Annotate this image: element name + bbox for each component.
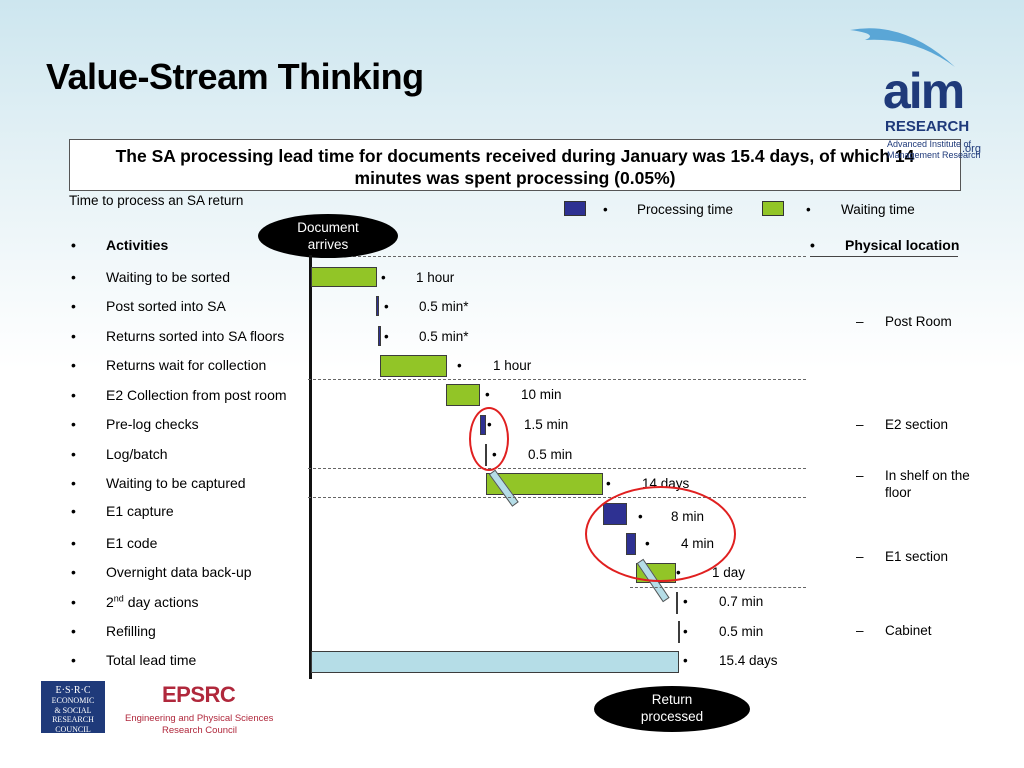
bar-e2-collection	[446, 384, 480, 406]
location-e2-section: –E2 section	[856, 417, 949, 432]
activity-row: •Total lead time	[71, 652, 197, 668]
aim-research-logo: aim RESEARCH Advanced Institute of Manag…	[845, 22, 995, 162]
activity-label: Overnight data back-up	[106, 564, 252, 580]
activity-row: •E1 capture	[71, 503, 174, 519]
header-separator	[308, 256, 806, 257]
activity-row: •Pre-log checks	[71, 416, 199, 432]
location-e1-section: –E1 section	[856, 549, 949, 564]
section-separator	[308, 468, 806, 469]
duration-label: •1 hour	[457, 358, 532, 373]
activities-header: •Activities	[71, 237, 169, 253]
highlight-ring-pre-log	[469, 407, 509, 471]
legend-bullet: •	[806, 202, 811, 217]
section-separator	[308, 379, 806, 380]
activity-label: 2nd day actions	[106, 593, 199, 610]
activity-row: •Refilling	[71, 623, 156, 639]
legend-waiting-swatch	[762, 201, 784, 216]
aim-line2: Management Research	[887, 150, 981, 160]
location-cabinet: –Cabinet	[856, 623, 932, 638]
timeline-axis	[309, 255, 312, 679]
bar-total-lead-time	[311, 651, 679, 673]
activity-label: Returns wait for collection	[106, 357, 267, 373]
duration-label: •0.5 min*	[384, 329, 469, 344]
epsrc-word: EPSRC	[162, 682, 236, 707]
bar-returns-sorted	[378, 326, 381, 346]
activity-label: Refilling	[106, 623, 156, 639]
activity-row: •Waiting to be sorted	[71, 269, 230, 285]
activity-label: Waiting to be captured	[106, 475, 246, 491]
activity-row: •Post sorted into SA	[71, 298, 226, 314]
highlight-ring-e1	[585, 486, 736, 582]
duration-label: •0.5 min	[683, 624, 764, 639]
page-title: Value-Stream Thinking	[46, 56, 424, 97]
activity-label: Pre-log checks	[106, 416, 199, 432]
activity-label: Total lead time	[106, 652, 197, 668]
activity-label: Returns sorted into SA floors	[106, 328, 285, 344]
summary-box: The SA processing lead time for document…	[69, 139, 961, 191]
legend-processing-label: Processing time	[637, 202, 734, 217]
duration-label: •10 min	[485, 387, 562, 402]
bar-refilling	[678, 621, 680, 643]
activity-label: E1 code	[106, 535, 158, 551]
activity-row: •Log/batch	[71, 446, 168, 462]
chart-subtitle: Time to process an SA return	[69, 193, 244, 208]
legend-processing-swatch	[564, 201, 586, 216]
duration-label: •1 hour	[381, 270, 455, 285]
aim-line1: Advanced Institute of	[887, 139, 972, 149]
esrc-logo: E·S·R·C ECONOMIC & SOCIAL RESEARCH COUNC…	[41, 681, 105, 734]
activity-label: Waiting to be sorted	[106, 269, 230, 285]
activity-label: Post sorted into SA	[106, 298, 226, 314]
location-post-room: –Post Room	[856, 314, 952, 329]
duration-label: •15.4 days	[683, 653, 778, 668]
activity-row: •E1 code	[71, 535, 158, 551]
activity-row: •2nd day actions	[71, 593, 199, 610]
aim-swoosh-icon	[850, 28, 955, 67]
bar-returns-wait	[380, 355, 447, 377]
bar-waiting-to-be-captured	[486, 473, 603, 495]
location-shelf-floor: –In shelf on the floor	[856, 468, 970, 500]
physical-location-header: •Physical location	[810, 237, 960, 253]
bar-2nd-day-actions	[676, 592, 678, 614]
activity-row: •Returns sorted into SA floors	[71, 328, 285, 344]
activity-row: •Waiting to be captured	[71, 475, 246, 491]
duration-label: •0.5 min*	[384, 299, 469, 314]
aim-url-fragment: .org	[962, 143, 981, 155]
aim-word: aim	[883, 63, 965, 119]
document-arrives-oval: Document arrives	[258, 214, 398, 258]
activity-row: •E2 Collection from post room	[71, 387, 287, 403]
activity-row: •Overnight data back-up	[71, 564, 252, 580]
section-separator	[308, 497, 806, 498]
location-header-underline	[810, 256, 958, 257]
activity-label: E2 Collection from post room	[106, 387, 287, 403]
activity-row: •Returns wait for collection	[71, 357, 267, 373]
bar-waiting-to-be-sorted	[311, 267, 377, 287]
bar-post-sorted	[376, 296, 379, 316]
activity-label: Log/batch	[106, 446, 168, 462]
legend-waiting-label: Waiting time	[841, 202, 915, 217]
section-separator	[630, 587, 806, 588]
legend-bullet: •	[603, 202, 608, 217]
return-processed-oval: Return processed	[594, 686, 750, 732]
aim-research-word: RESEARCH	[885, 118, 970, 135]
epsrc-logo: EPSRC Engineering and Physical Sciences …	[125, 682, 274, 736]
duration-label: •0.7 min	[683, 594, 764, 609]
activity-label: E1 capture	[106, 503, 174, 519]
